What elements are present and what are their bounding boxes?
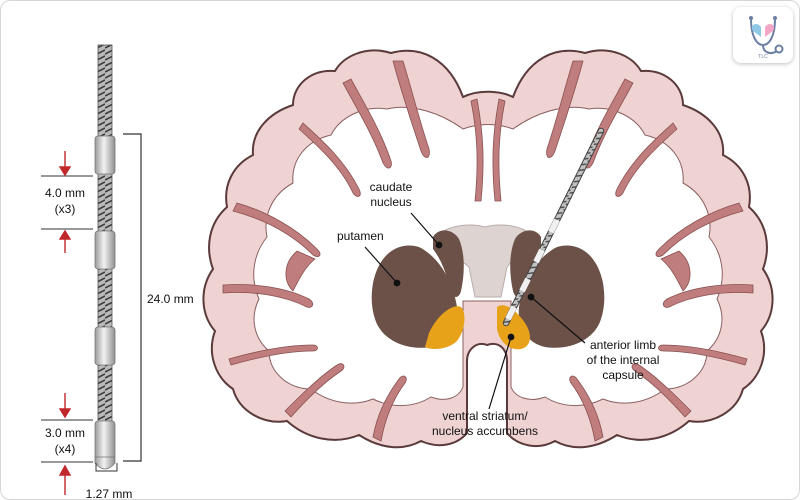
electrode-lead: [94, 44, 116, 470]
electrode-contact-1: [94, 135, 116, 175]
brain-section: [202, 49, 774, 449]
diameter-label: 1.27 mm: [86, 487, 133, 500]
implanted-contact-1: [548, 218, 560, 234]
spacing-dimension: [41, 175, 93, 230]
sulci: [222, 60, 754, 442]
implanted-contact-4: [505, 305, 517, 321]
tlc-logo: TLC: [733, 7, 793, 63]
spacing-label: 4.0 mm: [45, 186, 85, 200]
caudate-label-line2: nucleus: [370, 195, 411, 209]
putamen-label: putamen: [337, 229, 384, 243]
electrode-contact-3: [94, 326, 116, 366]
striatum-label-line1: ventral striatum/: [442, 409, 528, 423]
spacing-arrows: [58, 151, 72, 253]
contact-dimension: [41, 419, 93, 463]
contact-arrows: [58, 393, 72, 495]
length-bracket: [123, 133, 142, 462]
capsule-label-line3: capsule: [602, 368, 644, 382]
accumbens-left: [425, 306, 465, 349]
caudate-right: [510, 230, 541, 297]
implanted-lead: [502, 127, 605, 327]
length-label: 24.0 mm: [147, 292, 194, 306]
caudate-label-line1: caudate: [370, 180, 413, 194]
electrode-tip: [94, 456, 116, 470]
logo-text: TLC: [758, 54, 768, 60]
contact-length-count: (x4): [55, 442, 76, 456]
implanted-contact-2: [533, 248, 545, 264]
putamen-right: [518, 245, 605, 348]
accumbens-right: [497, 305, 530, 350]
implanted-contact-3: [519, 277, 531, 293]
striatum-label-line2: nucleus accumbens: [432, 424, 538, 438]
electrode-contact-2: [94, 230, 116, 270]
capsule-label-line1: anterior limb: [590, 338, 656, 352]
stethoscope-heart-icon: [749, 16, 784, 54]
diameter-bracket: [95, 463, 118, 472]
electrode-contact-4: [94, 420, 116, 460]
contact-length-label: 3.0 mm: [45, 426, 85, 440]
capsule-label-line2: of the internal: [587, 353, 660, 367]
leader-lines: [364, 212, 586, 410]
spacing-count: (x3): [55, 202, 76, 216]
